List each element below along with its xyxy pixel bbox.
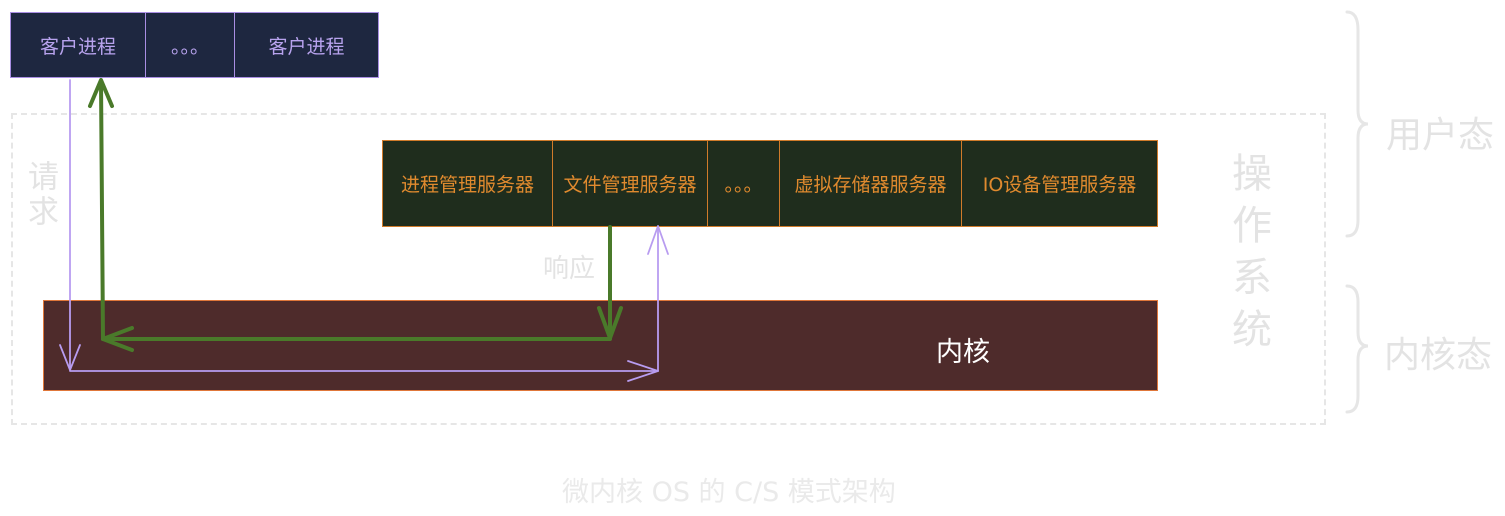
response-label: 响应 [543,254,596,284]
kernel-bar [43,300,1158,391]
braces [1345,10,1369,414]
user-mode-brace [1345,10,1369,238]
kernel-label: 内核 [936,337,990,368]
diagram-caption: 微内核 OS 的 C/S 模式架构 [562,477,896,508]
client-process-2: 客户进程 [234,13,378,77]
user-mode-label: 用户态 [1386,115,1495,156]
operating-system-label: 操作系统 [1225,152,1271,360]
kernel-mode-brace [1345,284,1369,414]
client-process-ellipsis: 。。。 [145,13,234,77]
client-process-bar: 客户进程 。。。 客户进程 [10,12,379,78]
client-process-1: 客户进程 [39,35,116,58]
kernel-mode-label: 内核态 [1384,335,1493,376]
virtual-memory-server: 虚拟存储器服务器 [779,141,961,226]
process-manager-server: 进程管理服务器 [400,174,534,196]
file-manager-server: 文件管理服务器 [552,141,707,226]
os-boundary-frame [11,113,1326,425]
request-label: 请求 [22,160,58,230]
io-device-manager-server: IO设备管理服务器 [961,141,1157,226]
server-bar: 进程管理服务器 文件管理服务器 。。。 虚拟存储器服务器 IO设备管理服务器 [382,140,1158,227]
server-ellipsis: 。。。 [707,141,779,226]
client-up-arrowhead [88,78,114,108]
